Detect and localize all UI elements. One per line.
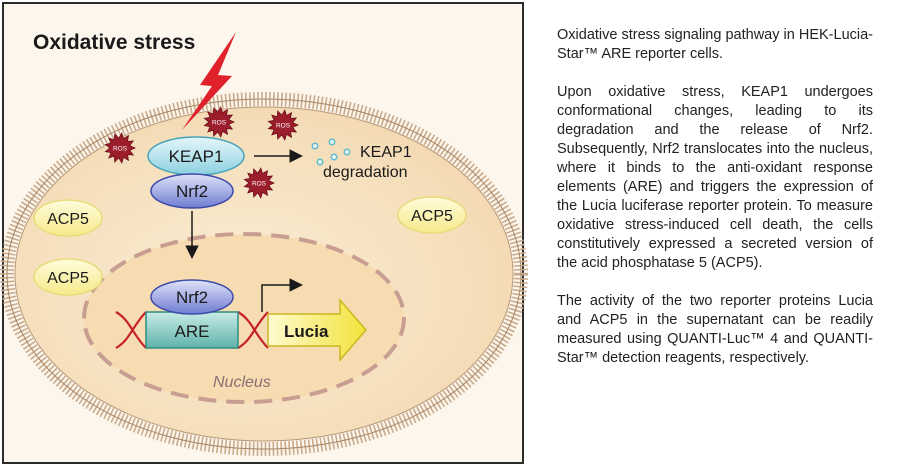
ros-particle-icon [243, 167, 275, 199]
are-label: ARE [175, 322, 210, 341]
ros-group: ROS ROS ROS ROS [104, 106, 299, 199]
nuclear-nrf2-label: Nrf2 [176, 288, 208, 307]
svg-text:ACP5: ACP5 [411, 208, 453, 225]
ros-label: ROS [252, 181, 267, 188]
keap1-label: KEAP1 [169, 147, 224, 166]
degradation-fragments [311, 138, 351, 166]
diagram-title: Oxidative stress [33, 31, 195, 54]
svg-text:ACP5: ACP5 [47, 270, 89, 287]
ros-label: ROS [113, 146, 128, 153]
nrf2-protein [150, 173, 234, 209]
svg-text:ACP5: ACP5 [47, 211, 89, 228]
acp5-protein-left-top: ACP5 [33, 199, 103, 237]
nrf2-label: Nrf2 [176, 182, 208, 201]
caption-paragraph-3: The activity of the two reporter protein… [557, 293, 873, 366]
dna-helix-right [237, 311, 269, 349]
nucleus [82, 232, 406, 404]
degradation-label-line2: degradation [323, 164, 408, 181]
ros-particle-icon [104, 132, 136, 164]
ros-particle-icon [267, 109, 299, 141]
dna-helix-left [115, 311, 147, 349]
ros-label: ROS [276, 123, 291, 130]
ros-label: ROS [212, 120, 227, 127]
lucia-reporter-gene [267, 297, 367, 363]
nuclear-nrf2-protein [150, 279, 234, 315]
nucleus-label: Nucleus [213, 374, 271, 391]
acp5-protein-right: ACP5 [397, 196, 467, 234]
transcription-start-arrow [261, 278, 303, 312]
lightning-bolt-icon [182, 32, 236, 130]
ros-particle-icon [203, 106, 235, 138]
caption-paragraph-1: Oxidative stress signaling pathway in HE… [557, 27, 873, 62]
acp5-protein-left-bottom: ACP5 [33, 258, 103, 296]
caption-paragraph-2: Upon oxidative stress, KEAP1 undergoes c… [557, 84, 873, 271]
figure-caption: Oxidative stress signaling pathway in HE… [557, 26, 873, 387]
lucia-label: Lucia [284, 322, 329, 341]
degradation-label-line1: KEAP1 [360, 144, 412, 161]
pathway-diagram: Nucleus Oxidative stress ROS ROS ROS ROS KE… [0, 31, 528, 456]
